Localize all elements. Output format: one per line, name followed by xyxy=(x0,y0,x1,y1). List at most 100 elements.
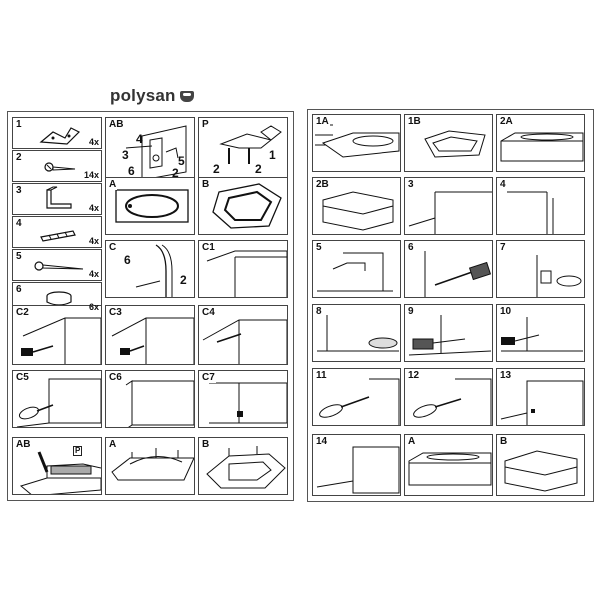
long-screw-icon xyxy=(34,261,84,271)
brand-name: polysan xyxy=(110,86,176,105)
step-label: 1A xyxy=(315,116,330,127)
screw-panel-drawing xyxy=(111,317,194,364)
step-label: 12 xyxy=(407,370,421,381)
panel-mark-drawing xyxy=(507,191,554,234)
step-b-panel: B xyxy=(198,177,288,235)
part-3-cell: 3 4x xyxy=(12,183,102,215)
step-label: A xyxy=(108,439,118,450)
step-11-panel: 11 xyxy=(312,368,401,426)
step-a-panel: A xyxy=(105,177,195,235)
corner-tub-feet-drawing xyxy=(206,446,286,489)
step-label: 13 xyxy=(499,370,513,381)
callout-2: 2 xyxy=(180,273,187,287)
front-panel-drawing xyxy=(206,250,287,297)
clip-mount-drawing xyxy=(219,125,282,164)
panel-edge-detail xyxy=(135,244,173,297)
step-label: C7 xyxy=(201,372,216,383)
step-ab-panel: AB 4 3 6 5 2 xyxy=(105,117,195,183)
step-c5-panel: C5 xyxy=(12,370,102,428)
callout-3: 3 xyxy=(122,148,129,162)
callout-5: 5 xyxy=(178,154,185,168)
part-qty: 6x xyxy=(88,302,99,312)
part-label: 4 xyxy=(15,218,23,229)
screw-bracket-drawing xyxy=(536,255,582,297)
silicone-seal-drawing xyxy=(19,451,101,494)
part-qty: 4x xyxy=(88,236,99,246)
step-label: C5 xyxy=(15,372,30,383)
panel-fix-drawing xyxy=(16,378,101,427)
step-a-result-panel: A xyxy=(404,434,493,496)
left-instruction-sheet: 1 4x 2 14x 3 4x 4 4x 5 4x xyxy=(7,111,294,501)
right-instruction-sheet: 1A 1B 2A 2B 3 xyxy=(307,109,594,502)
step-c1-panel: C1 xyxy=(198,240,288,298)
step-label: C3 xyxy=(108,307,123,318)
step-label: 14 xyxy=(315,436,329,447)
screwdriver-drawing xyxy=(319,378,400,425)
step-label: C6 xyxy=(108,372,123,383)
step-b-final-panel: B xyxy=(198,437,288,495)
tub-on-legs-drawing xyxy=(315,124,400,158)
step-label: 6 xyxy=(407,242,415,253)
step-13-panel: 13 xyxy=(496,368,585,426)
part-qty: 4x xyxy=(88,203,99,213)
step-label: P xyxy=(201,119,210,130)
level-panel-drawing xyxy=(317,315,399,352)
step-2a-panel: 2A xyxy=(496,114,585,172)
part-label: 2 xyxy=(15,152,23,163)
drill-wall-drawing xyxy=(424,251,492,297)
step-c7-panel: C7 xyxy=(198,370,288,428)
part-label: 6 xyxy=(15,284,23,295)
bathtub-logo-icon xyxy=(179,90,194,102)
step-12-panel: 12 xyxy=(404,368,493,426)
panel-installed-drawing xyxy=(125,380,194,427)
panel-attach-drawing xyxy=(500,380,584,425)
step-label: C1 xyxy=(201,242,216,253)
brand-header: polysan xyxy=(110,86,194,106)
callout-1: 1 xyxy=(269,148,276,162)
step-3-panel: 3 xyxy=(404,177,493,235)
screw-icon xyxy=(44,162,76,172)
part-5-cell: 5 4x xyxy=(12,249,102,281)
step-label: B xyxy=(499,436,509,447)
step-label: C xyxy=(108,242,118,253)
angle-bracket-icon xyxy=(46,186,72,209)
part-label: 5 xyxy=(15,251,23,262)
bracket-detail-drawing xyxy=(125,125,187,181)
step-2b-panel: 2B xyxy=(312,177,401,235)
part-4-cell: 4 4x xyxy=(12,216,102,248)
part-qty: 14x xyxy=(83,170,99,180)
callout-2: 2 xyxy=(213,162,220,176)
finished-corner-tub-drawing xyxy=(504,450,578,492)
step-label: 9 xyxy=(407,306,415,317)
step-label: B xyxy=(201,439,211,450)
step-label: 2B xyxy=(315,179,330,190)
step-label: AB xyxy=(15,439,32,450)
corner-tub-with-panel-drawing xyxy=(322,191,394,231)
step-label: 10 xyxy=(499,306,513,317)
fix-floor-drawing xyxy=(501,317,583,352)
callout-6: 6 xyxy=(128,164,135,178)
corner-tub-top-view xyxy=(212,183,282,229)
step-p-panel: P 1 2 2 xyxy=(198,117,288,183)
step-label: 1B xyxy=(407,116,422,127)
step-label: A xyxy=(108,179,118,190)
step-6-panel: 6 xyxy=(404,240,493,298)
bracket-wall-drawing xyxy=(317,252,393,292)
step-1b-panel: 1B xyxy=(404,114,493,172)
bracket-clip-icon xyxy=(39,127,81,145)
step-label: 3 xyxy=(407,179,415,190)
step-8-panel: 8 xyxy=(312,304,401,362)
step-c3-panel: C3 xyxy=(105,305,195,365)
step-a-final-panel: A xyxy=(105,437,195,495)
drill-floor-drawing xyxy=(408,315,492,356)
step-14-panel: 14 xyxy=(312,434,401,496)
part-1-cell: 1 4x xyxy=(12,117,102,149)
step-9-panel: 9 xyxy=(404,304,493,362)
part-qty: 4x xyxy=(88,269,99,279)
screw-drive-drawing xyxy=(413,378,492,425)
part-label: 1 xyxy=(15,119,23,130)
step-10-panel: 10 xyxy=(496,304,585,362)
rect-tub-top-view xyxy=(115,189,189,223)
rect-tub-feet-drawing xyxy=(111,448,194,481)
wall-corner-drawing xyxy=(408,191,492,234)
